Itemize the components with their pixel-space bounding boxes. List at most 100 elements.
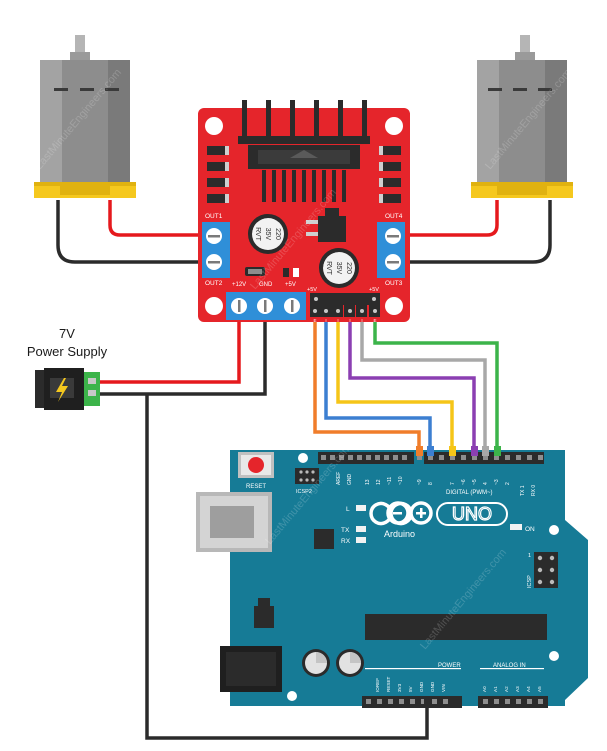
svg-text:~9: ~9 (417, 479, 423, 485)
label-header-5v-left: +5V (307, 287, 317, 293)
wire-plugs (416, 446, 501, 706)
wire-power-red (98, 318, 241, 384)
uno-badge: UNO (436, 502, 508, 526)
dc-barrel-jack (35, 368, 100, 410)
wire-enb-green (373, 318, 499, 452)
svg-text:IOREF: IOREF (375, 678, 380, 692)
wire-ena-orange (313, 318, 421, 452)
label-header-5v-right: +5V (369, 287, 379, 293)
svg-text:I: I (337, 318, 338, 323)
label-5v: +5V (285, 282, 296, 288)
digital-label: DIGITAL (PWM~) (446, 490, 493, 496)
reset-label: RESET (246, 484, 266, 490)
svg-text:AREF: AREF (336, 472, 342, 485)
wire-motor-left-black (56, 200, 205, 264)
svg-text:35V: 35V (335, 262, 342, 275)
label-out2: OUT2 (205, 280, 223, 287)
terminal-power (226, 292, 306, 320)
svg-text:3V3: 3V3 (397, 683, 402, 692)
regulator-chip (254, 606, 274, 628)
svg-text:~10: ~10 (398, 476, 404, 485)
diodes-left (207, 146, 229, 203)
svg-text:I: I (361, 318, 362, 323)
mounting-hole (205, 297, 223, 315)
wire-motor-left-red (108, 200, 205, 237)
svg-text:I: I (325, 318, 326, 323)
wire-power-black (98, 318, 267, 396)
arduino-capacitors (302, 649, 364, 677)
svg-text:UNO: UNO (452, 504, 492, 524)
mounting-hole (385, 117, 403, 135)
wire-in3-purple (348, 318, 476, 452)
signal-header (310, 305, 380, 317)
icsp2-header (295, 468, 319, 484)
on-label: ON (525, 526, 535, 533)
wires (56, 200, 552, 740)
svg-text:~3: ~3 (494, 479, 500, 485)
svg-text:~5: ~5 (472, 479, 478, 485)
power-label: POWER (438, 663, 461, 669)
on-led (510, 524, 522, 530)
wire-motor-right-black (402, 200, 552, 264)
motor-right (471, 35, 573, 198)
svg-text:4: 4 (483, 482, 489, 485)
heatsink (238, 100, 370, 202)
icsp2-label: ICSP2 (296, 489, 312, 495)
digital-pin-labels: AREF GND 13 12 ~11 ~10 ~9 8 7 ~6 ~5 4 ~3… (336, 472, 537, 496)
motor-driver-board: OUT1 OUT4 OUT2 OUT3 220 35V R (198, 100, 410, 323)
power-pin-labels: IOREF RESET 3V3 5V GND GND VIN (375, 676, 446, 692)
capacitor-2: 220 35V RVT (319, 248, 359, 288)
analog-header (478, 696, 548, 708)
wire-gnd-to-arduino (145, 394, 429, 740)
icsp-header (534, 552, 558, 588)
icsp-label: ICSP (527, 575, 533, 588)
svg-text:GND: GND (347, 474, 353, 486)
label-12v: +12V (232, 282, 246, 288)
status-leds: L TX RX (341, 505, 366, 545)
terminal-out-left (202, 222, 230, 278)
svg-text:5V: 5V (408, 685, 413, 692)
digital-header-pins (321, 455, 543, 460)
svg-text:RVT: RVT (254, 227, 261, 242)
svg-text:I: I (349, 318, 350, 323)
arduino-uno: RESET ICSP2 (196, 450, 588, 708)
power-led (283, 268, 289, 277)
svg-text:A1: A1 (493, 686, 498, 692)
svg-text:7: 7 (450, 482, 456, 485)
svg-text:A2: A2 (504, 686, 509, 692)
svg-text:L: L (346, 506, 350, 513)
wire-in2-yellow (336, 318, 454, 452)
svg-text:TX: TX (341, 527, 350, 534)
mounting-hole (205, 117, 223, 135)
svg-text:A4: A4 (526, 686, 531, 692)
label-out4: OUT4 (385, 213, 403, 220)
svg-text:13: 13 (365, 479, 371, 485)
terminal-out-right (377, 222, 405, 278)
svg-text:RX 0: RX 0 (531, 485, 537, 496)
svg-text:RVT: RVT (325, 261, 332, 276)
svg-text:A0: A0 (482, 686, 487, 692)
label-out1: OUT1 (205, 213, 223, 220)
wire-in4-gray (360, 318, 487, 452)
svg-text:~6: ~6 (461, 479, 467, 485)
atmega-chip (365, 614, 547, 640)
motor-left (34, 35, 136, 198)
power-supply: 7V Power Supply (27, 326, 108, 410)
label-gnd: GND (259, 282, 273, 288)
analog-pin-labels: A0 A1 A2 A3 A4 A5 (482, 686, 542, 692)
label-out3: OUT3 (385, 280, 403, 287)
power-supply-voltage: 7V (59, 326, 75, 341)
wire-in1-blue (324, 318, 432, 452)
svg-text:12: 12 (376, 479, 382, 485)
usb-port (196, 492, 272, 552)
mounting-hole (385, 297, 403, 315)
capacitor-1: 220 35V RVT (248, 214, 288, 254)
header-pin-labels: E I I I I E (313, 318, 376, 323)
arduino-brand: Arduino (384, 529, 415, 539)
svg-text:~11: ~11 (387, 477, 393, 485)
svg-text:GND: GND (430, 681, 435, 692)
arduino-dc-jack (220, 646, 282, 692)
reset-button[interactable] (238, 452, 274, 478)
voltage-regulator (306, 208, 346, 242)
